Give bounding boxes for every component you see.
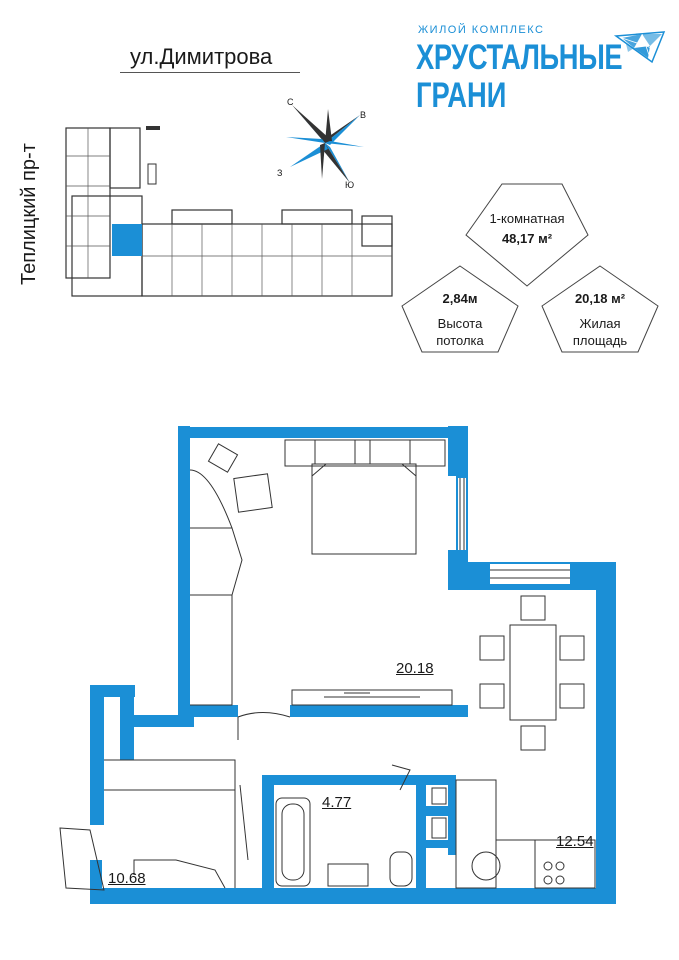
room-area-hall: 10.68: [108, 870, 146, 887]
badge-rooms-value: 48,17 м²: [501, 231, 553, 246]
badge-living-label-1: Жилая: [579, 316, 621, 331]
compass-west: З: [277, 168, 283, 178]
room-area-kitchen: 12.54: [556, 833, 594, 850]
badge-ceiling-label-2: потолка: [436, 333, 484, 348]
badge-living-label-2: площадь: [572, 333, 628, 348]
badge-living-shape: [541, 265, 659, 353]
badge-ceiling-label-1: Высота: [437, 316, 483, 331]
compass-north: С: [287, 97, 294, 107]
crystal-logo-icon: [613, 31, 666, 64]
badge-living: 20,18 м² Жилая площадь: [544, 290, 656, 349]
badge-rooms-shape: [465, 183, 589, 287]
badge-living-value: 20,18 м²: [574, 291, 626, 306]
building-site-plan: [65, 126, 393, 297]
brand-name-line1: ХРУСТАЛЬНЫЕ: [416, 38, 623, 77]
badge-rooms: 1-комнатная 48,17 м²: [470, 210, 584, 247]
badge-ceiling: 2,84м Высота потолка: [404, 290, 516, 349]
badge-ceiling-shape: [401, 265, 519, 353]
street-label-top: ул.Димитрова: [130, 44, 273, 69]
room-area-bathroom: 4.77: [322, 794, 352, 811]
brand-name-line2: ГРАНИ: [416, 76, 507, 115]
brand-subtitle: ЖИЛОЙ КОМПЛЕКС: [418, 24, 545, 36]
street-underline: [120, 72, 300, 73]
compass-east: В: [360, 110, 367, 120]
badge-ceiling-value: 2,84м: [442, 291, 478, 306]
compass-south: Ю: [345, 180, 355, 190]
compass-rose-icon: [286, 105, 364, 183]
badge-rooms-label: 1-комнатная: [489, 211, 565, 226]
room-area-bedroom: 20.18: [396, 660, 434, 677]
